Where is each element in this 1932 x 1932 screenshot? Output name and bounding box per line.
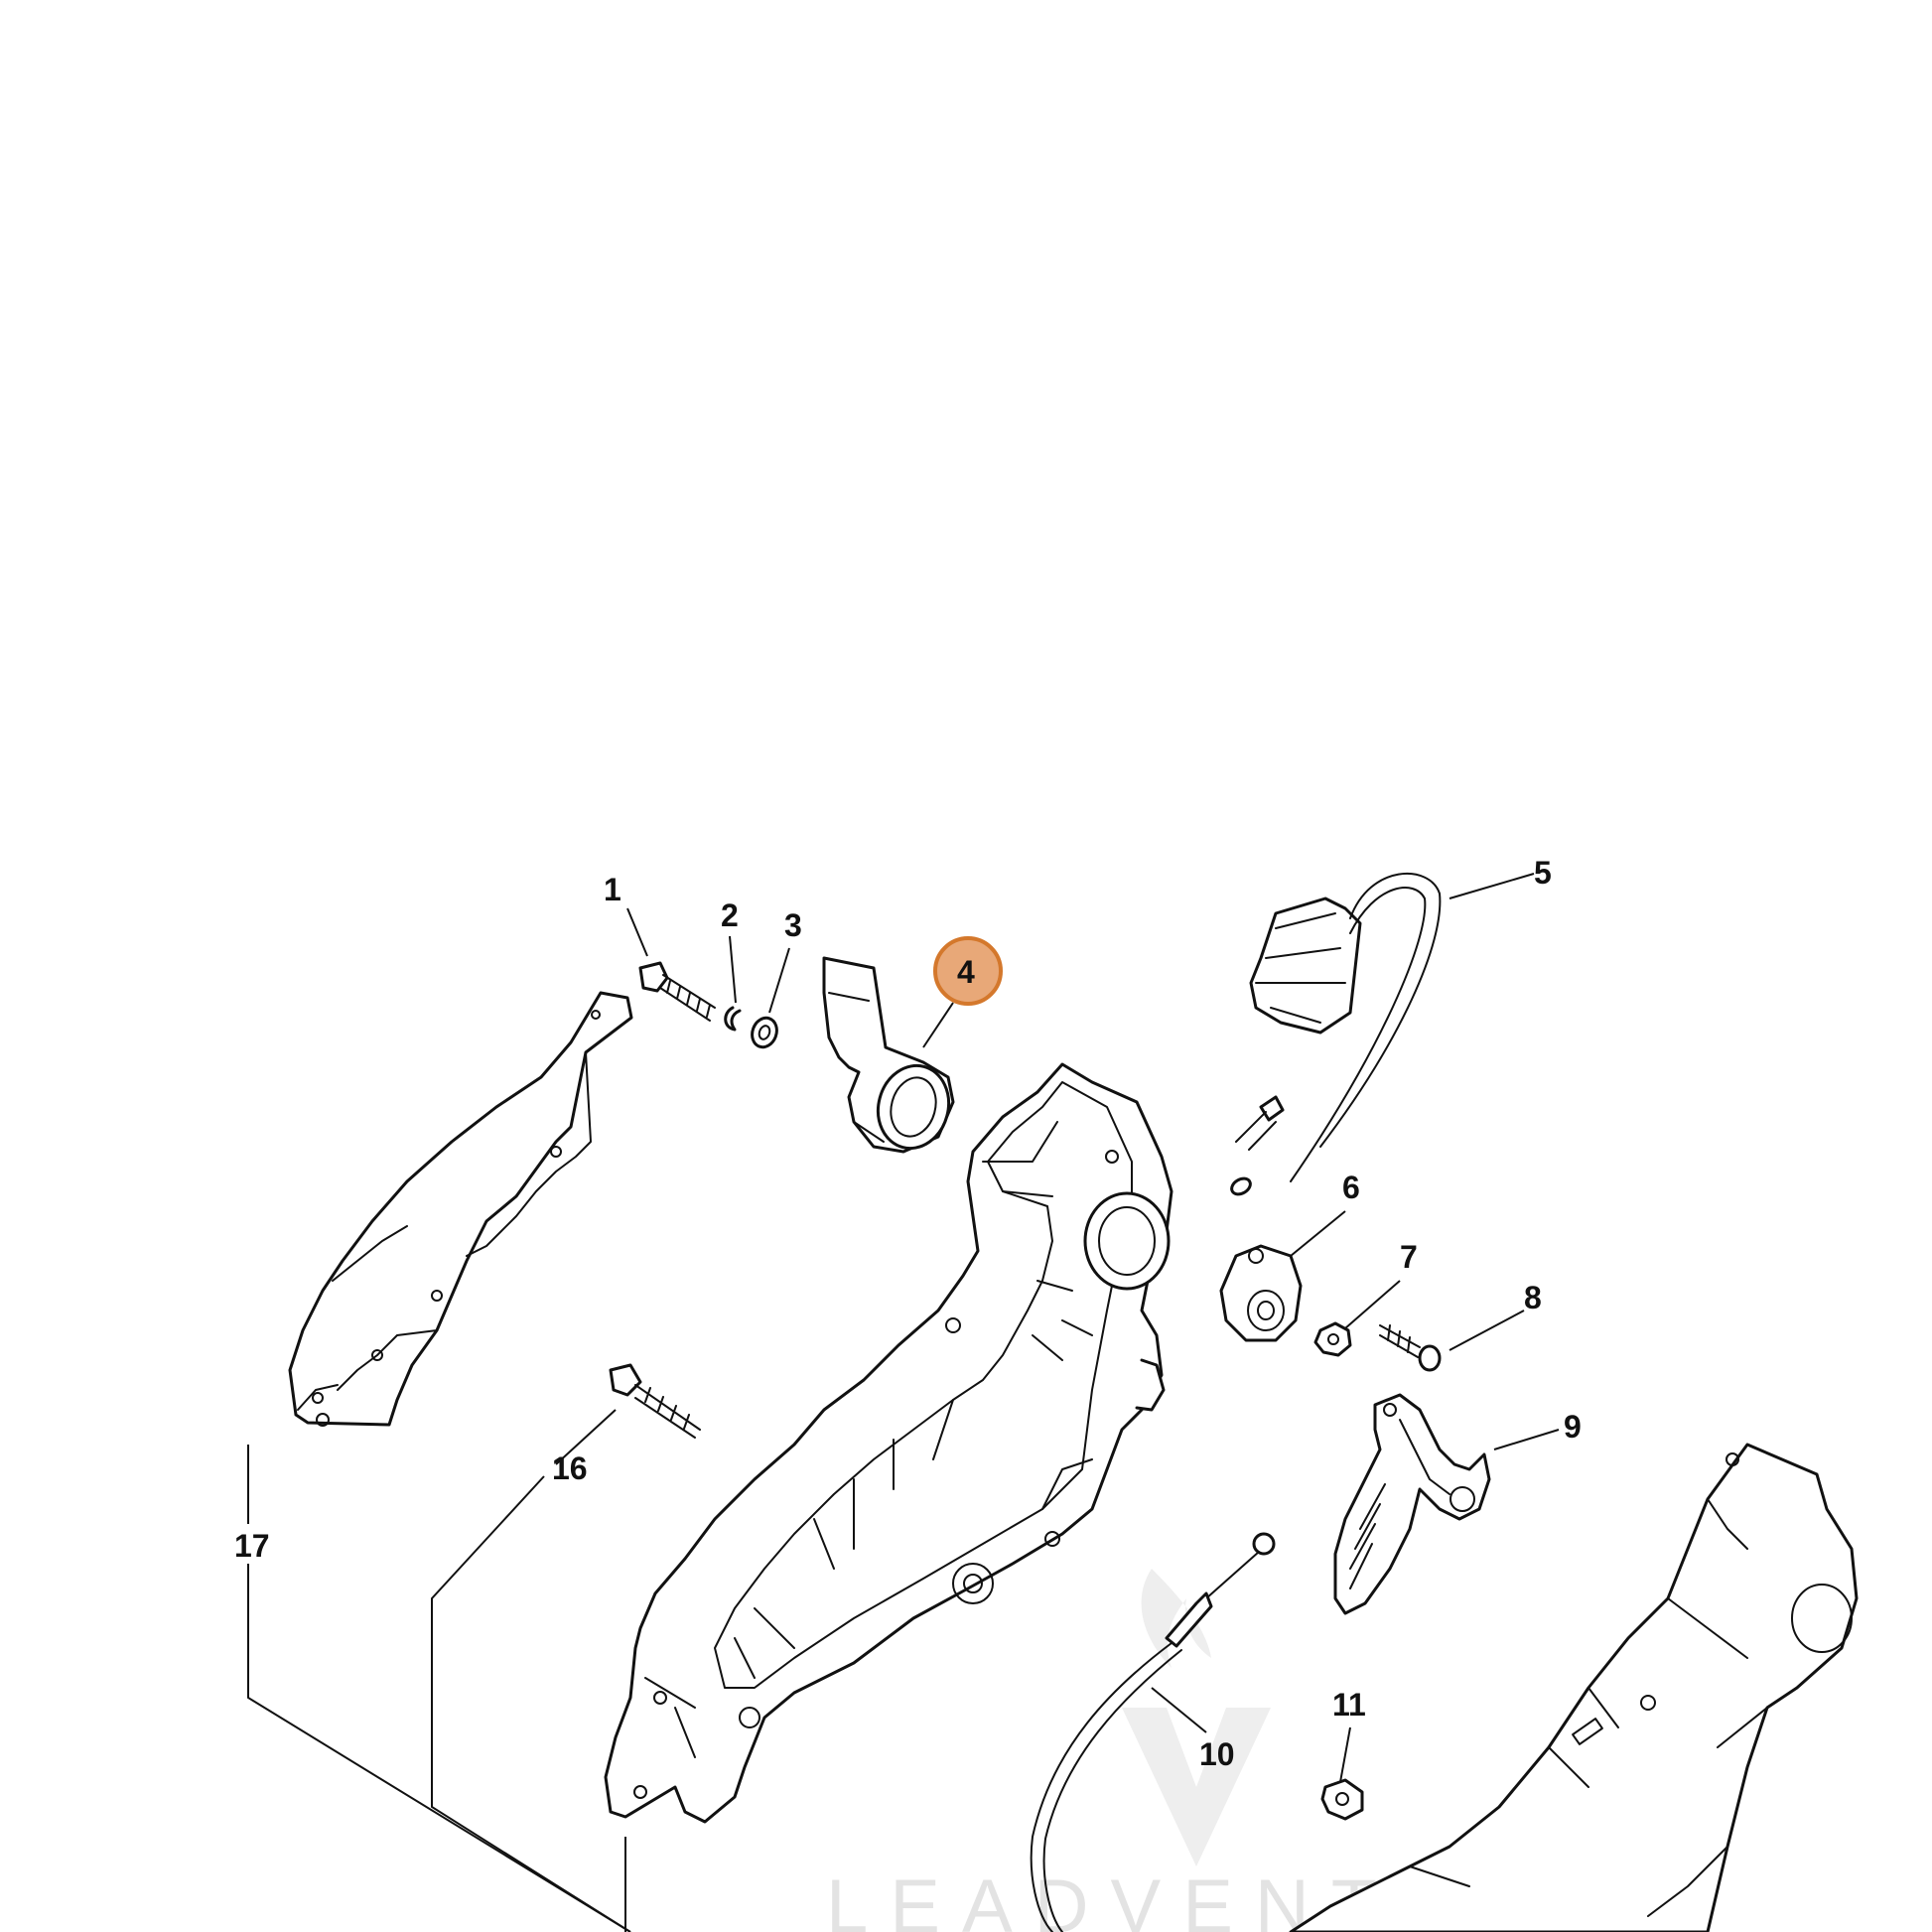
part-1-bolt[interactable] bbox=[638, 961, 716, 1022]
leader-17b bbox=[247, 1564, 631, 1932]
leader-9 bbox=[1493, 1429, 1560, 1450]
leader-11 bbox=[1339, 1726, 1351, 1783]
callout-10[interactable]: 10 bbox=[1199, 1736, 1235, 1772]
part-17-side-plate[interactable] bbox=[288, 991, 633, 1427]
part-5-switch[interactable] bbox=[1229, 873, 1442, 1197]
part-6-cable-block[interactable] bbox=[1219, 1244, 1303, 1342]
callout-4[interactable]: 4 bbox=[957, 954, 975, 990]
callout-9[interactable]: 9 bbox=[1564, 1409, 1582, 1445]
leader-5 bbox=[1449, 873, 1535, 899]
callout-4-highlight bbox=[933, 936, 1003, 1006]
callout-1[interactable]: 1 bbox=[604, 872, 621, 907]
leader-8 bbox=[1449, 1310, 1525, 1351]
callout-17[interactable]: 17 bbox=[234, 1528, 270, 1564]
leader-7 bbox=[1344, 1280, 1401, 1329]
callout-3[interactable]: 3 bbox=[784, 907, 802, 943]
callout-8[interactable]: 8 bbox=[1524, 1280, 1542, 1315]
callout-16[interactable]: 16 bbox=[552, 1450, 588, 1486]
handle-frame[interactable] bbox=[604, 1062, 1173, 1824]
leader-6 bbox=[1290, 1210, 1346, 1257]
part-7-nut[interactable] bbox=[1313, 1321, 1352, 1357]
callout-2[interactable]: 2 bbox=[721, 897, 739, 933]
part-11-nut[interactable] bbox=[1320, 1778, 1364, 1821]
leader-lines bbox=[247, 873, 1560, 1932]
watermark-logo-icon bbox=[1122, 1569, 1271, 1866]
part-16-screw[interactable] bbox=[609, 1363, 701, 1439]
callout-5[interactable]: 5 bbox=[1534, 855, 1552, 891]
leader-1 bbox=[626, 907, 648, 957]
leader-2 bbox=[729, 935, 737, 1004]
callout-11[interactable]: 11 bbox=[1332, 1687, 1366, 1723]
part-4-lever[interactable] bbox=[822, 956, 958, 1157]
part-3-washer[interactable] bbox=[749, 1015, 781, 1050]
housing-cover[interactable] bbox=[1289, 1443, 1859, 1932]
leader-4 bbox=[922, 1002, 954, 1048]
callout-7[interactable]: 7 bbox=[1400, 1239, 1418, 1275]
leader-3 bbox=[768, 947, 790, 1014]
part-2-snap-ring[interactable] bbox=[724, 1006, 742, 1032]
leader-10 bbox=[1151, 1687, 1207, 1733]
part-9-trigger[interactable] bbox=[1333, 1393, 1491, 1615]
part-8-screw[interactable] bbox=[1379, 1324, 1442, 1372]
leader-16b bbox=[431, 1475, 631, 1932]
callout-6[interactable]: 6 bbox=[1342, 1170, 1360, 1205]
callouts: 1 2 3 4 5 6 7 8 9 10 11 16 17 bbox=[234, 855, 1582, 1772]
leader-16 bbox=[555, 1409, 617, 1465]
part-10-throttle-cable[interactable] bbox=[1030, 1532, 1276, 1932]
